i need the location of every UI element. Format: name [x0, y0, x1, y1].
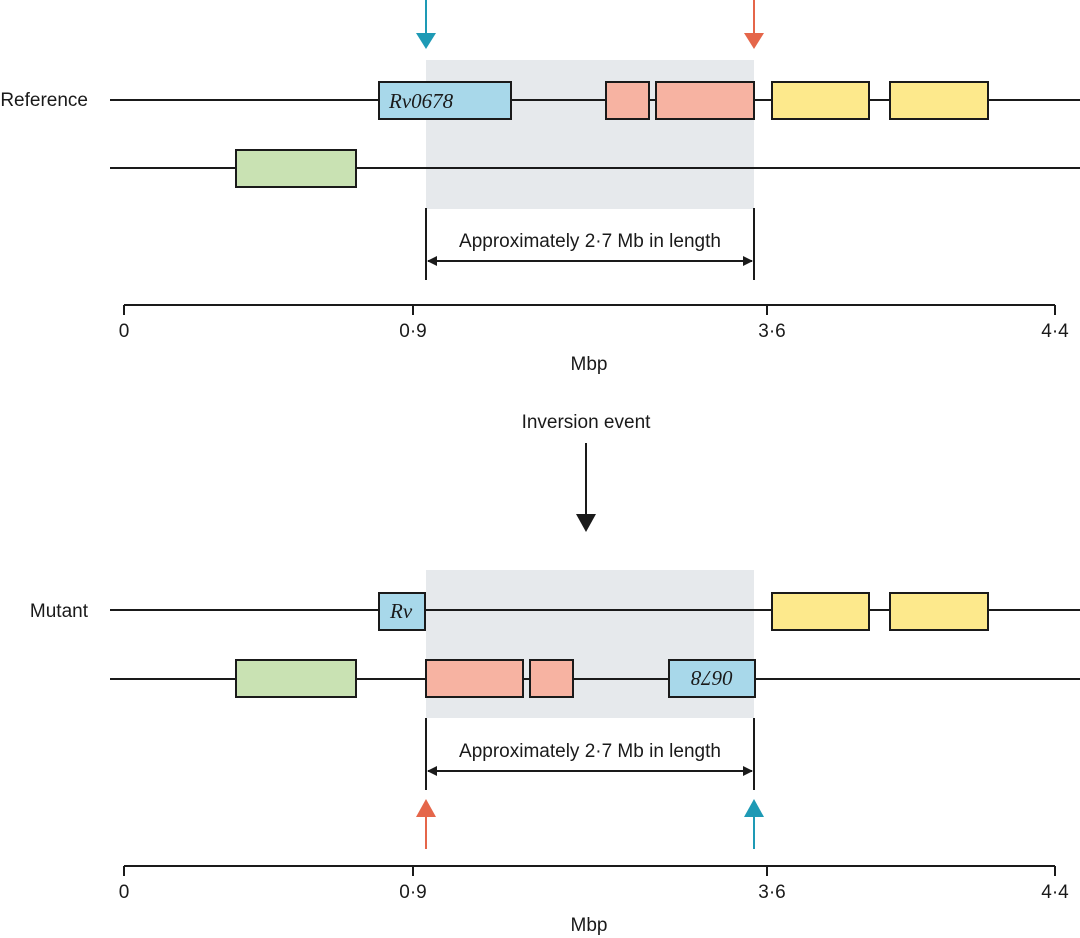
- salmon-gene-box: [605, 81, 650, 120]
- tick-label: 0: [119, 321, 130, 342]
- position-axis: 0 0·9 3·6 4·4 Mbp: [119, 304, 1069, 375]
- tick-label: 3·6: [758, 882, 785, 903]
- salmon-gene-box: [425, 659, 524, 698]
- rv0678-gene-label: Rv0678: [388, 89, 454, 113]
- tick-label: 4·4: [1041, 321, 1069, 342]
- reference-row-label: Reference: [0, 90, 88, 111]
- length-label: Approximately 2·7 Mb in length: [459, 741, 721, 762]
- green-gene-box: [235, 659, 357, 698]
- 0678-gene-fragment-label-inverted: 0678: [691, 666, 734, 690]
- salmon-gene-box: [529, 659, 574, 698]
- yellow-gene-box: [889, 81, 989, 120]
- orange-breakpoint-arrow: [416, 799, 436, 849]
- mutant-row-label: Mutant: [30, 601, 89, 622]
- inversion-event: Inversion event: [522, 412, 652, 532]
- rv-gene-fragment-label: Rv: [389, 599, 413, 623]
- yellow-gene-box: [771, 81, 870, 120]
- orange-breakpoint-arrow: [744, 0, 764, 49]
- position-axis: 0 0·9 3·6 4·4 Mbp: [119, 865, 1069, 936]
- reference-panel: Reference Rv0678 Approximately 2·7 Mb in…: [0, 0, 1080, 375]
- 0678-gene-fragment-box: [668, 659, 756, 698]
- blue-breakpoint-arrow: [744, 799, 764, 849]
- axis-unit-label: Mbp: [571, 915, 608, 936]
- tick-label: 0·9: [399, 321, 426, 342]
- tick-label: 0: [119, 882, 130, 903]
- blue-breakpoint-arrow: [416, 0, 436, 49]
- yellow-gene-box: [771, 592, 870, 631]
- inversion-event-label: Inversion event: [522, 412, 652, 433]
- mutant-panel: Mutant Rv 0678 Approximately 2·7 Mb in l…: [30, 570, 1080, 936]
- salmon-gene-box: [655, 81, 755, 120]
- tick-label: 0·9: [399, 882, 426, 903]
- tick-label: 3·6: [758, 321, 785, 342]
- yellow-gene-box: [889, 592, 989, 631]
- green-gene-box: [235, 149, 357, 188]
- axis-unit-label: Mbp: [571, 354, 608, 375]
- length-label: Approximately 2·7 Mb in length: [459, 231, 721, 252]
- tick-label: 4·4: [1041, 882, 1069, 903]
- rv-gene-fragment-box: [378, 592, 426, 631]
- rv0678-gene-box: [378, 81, 512, 120]
